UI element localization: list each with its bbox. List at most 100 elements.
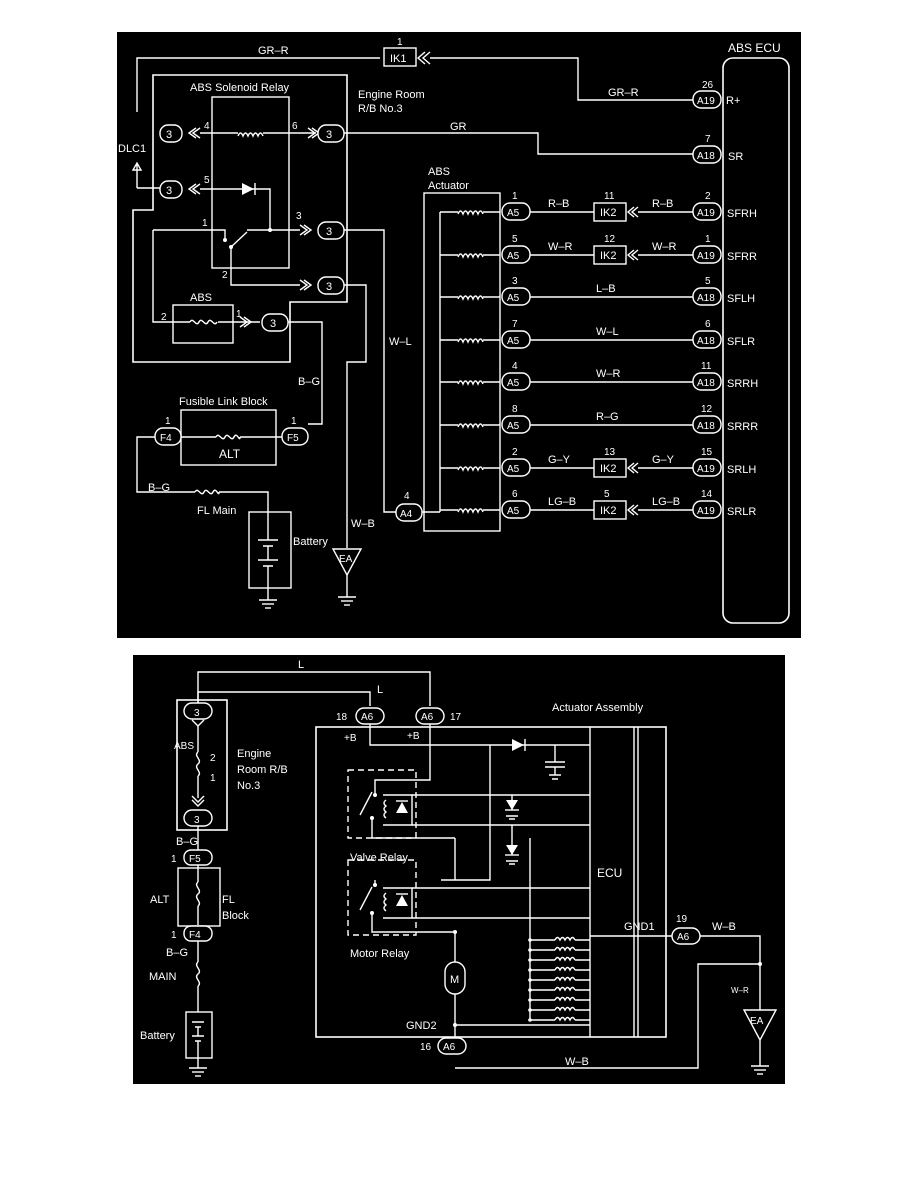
ik2-connector-label: IK2 (600, 505, 617, 517)
d2-alt: ALT (150, 894, 170, 906)
signal-srrr: SRRR (727, 421, 758, 433)
top-wire-color-left: GR–R (258, 45, 289, 57)
d2-connector-f4-label: F4 (189, 930, 201, 941)
d2-connector-3-top (183, 702, 213, 720)
d2-solenoid-coils (528, 936, 590, 1022)
d2-connector-3-bottom-label: 3 (194, 815, 200, 826)
ik2-connector-5 (593, 500, 627, 520)
signal-sfrh: SFRH (727, 208, 757, 220)
fusible-link-block-label: Fusible Link Block (179, 396, 268, 408)
d2-engine-room-3: No.3 (237, 780, 260, 792)
d2-ground-ea: EA (750, 1016, 764, 1027)
d2-actuator-assembly: Actuator Assembly (552, 702, 644, 714)
d2-coil (554, 936, 576, 942)
a5-pin: 1 (512, 191, 518, 202)
d2-a6-17-label: A6 (421, 712, 434, 723)
wire-color-left: G–Y (548, 454, 571, 466)
ecu-pin-7: 7 (705, 134, 711, 145)
d2-a6-18-label: A6 (361, 712, 374, 723)
d2-pin-18: 18 (336, 712, 348, 723)
d2-pin-17: 17 (450, 712, 462, 723)
a5-pin: 8 (512, 404, 518, 415)
abs-ecu-box (722, 57, 790, 624)
ik2-pin: 13 (604, 447, 616, 458)
ecu-a18-sr (692, 145, 722, 164)
wire-color-left: R–B (548, 198, 569, 210)
battery-label-1: Battery (293, 536, 328, 548)
a5-pin: 6 (512, 489, 518, 500)
d2-mid-l: L (377, 684, 383, 696)
signal-sr: SR (728, 151, 743, 163)
engine-room-rb-outline (132, 74, 348, 363)
a5-connector-label: A5 (507, 251, 520, 262)
a4-pin-4: 4 (404, 491, 410, 502)
d2-engine-room-box (176, 699, 228, 831)
connector-3-pin2-label: 3 (326, 281, 332, 293)
relay-pin-1: 1 (202, 218, 208, 229)
d2-coil (554, 1016, 576, 1022)
a5-pin: 7 (512, 319, 518, 330)
wire-bg-1: B–G (298, 376, 320, 388)
connector-3-pin3-label: 3 (326, 226, 332, 238)
ecu-connector-sflh (692, 287, 722, 306)
battery-box-1 (248, 511, 292, 589)
d2-a6-19-label: A6 (677, 932, 690, 943)
a5-connector-label: A5 (507, 506, 520, 517)
signal-srlr: SRLR (727, 506, 756, 518)
d2-fl-block-2: Block (222, 910, 249, 922)
ecu-connector-label: A18 (697, 293, 715, 304)
ik1-label: IK1 (390, 53, 407, 65)
abs-ecu-label: ABS ECU (728, 41, 781, 55)
ik2-connector-label: IK2 (600, 250, 617, 262)
f4-pin-1: 1 (165, 416, 171, 427)
top-wire-color-right: GR–R (608, 87, 639, 99)
abs-fuse-box (172, 304, 234, 344)
wire-wb: W–B (351, 518, 375, 530)
d2-coil (554, 996, 576, 1002)
d2-wb-top: W–B (712, 921, 736, 933)
a5-connector-label: A5 (507, 336, 520, 347)
d2-valve-relay: Valve Relay (350, 852, 408, 864)
relay-pin-2: 2 (222, 270, 228, 281)
signal-sfrr: SFRR (727, 251, 757, 263)
d2-connector-3-top-label: 3 (194, 708, 200, 719)
ground-ea-label-1: EA (339, 554, 353, 565)
wire-color-right: R–B (652, 198, 673, 210)
abs-fuse-pin-2: 2 (161, 312, 167, 323)
d2-abs-pin2: 2 (210, 753, 216, 764)
signal-srrh: SRRH (727, 378, 758, 390)
d2-wb-bottom: W–B (565, 1056, 589, 1068)
solenoid-relay-box (211, 96, 290, 269)
d2-main: MAIN (149, 971, 177, 983)
d2-connector-a6-16 (437, 1037, 467, 1055)
dlc1-label: DLC1 (118, 143, 146, 155)
wire-color-left: LG–B (548, 496, 576, 508)
d2-coil (554, 1006, 576, 1012)
relay-pin-6: 6 (292, 121, 298, 132)
ecu-pin: 12 (701, 404, 713, 415)
wire-color: R–G (596, 411, 619, 423)
ecu-connector-sfrr (692, 245, 722, 264)
wire-color-right: W–R (652, 241, 677, 253)
abs-fuse-label: ABS (190, 292, 212, 304)
ecu-pin: 6 (705, 319, 711, 330)
signal-sflr: SFLR (727, 336, 755, 348)
ecu-pin-26: 26 (702, 80, 714, 91)
d2-coil (554, 946, 576, 952)
d2-motor-relay: Motor Relay (350, 948, 410, 960)
ecu-pin: 11 (701, 361, 712, 372)
ecu-pin: 14 (701, 489, 713, 500)
a5-connector-label: A5 (507, 293, 520, 304)
relay-pin-5: 5 (204, 175, 210, 186)
wire-bg-2: B–G (148, 482, 170, 494)
wire-color: W–R (596, 368, 621, 380)
wire-color: W–L (596, 326, 619, 338)
d2-motor-relay-box (347, 859, 417, 936)
fl-main-label: FL Main (197, 505, 236, 517)
